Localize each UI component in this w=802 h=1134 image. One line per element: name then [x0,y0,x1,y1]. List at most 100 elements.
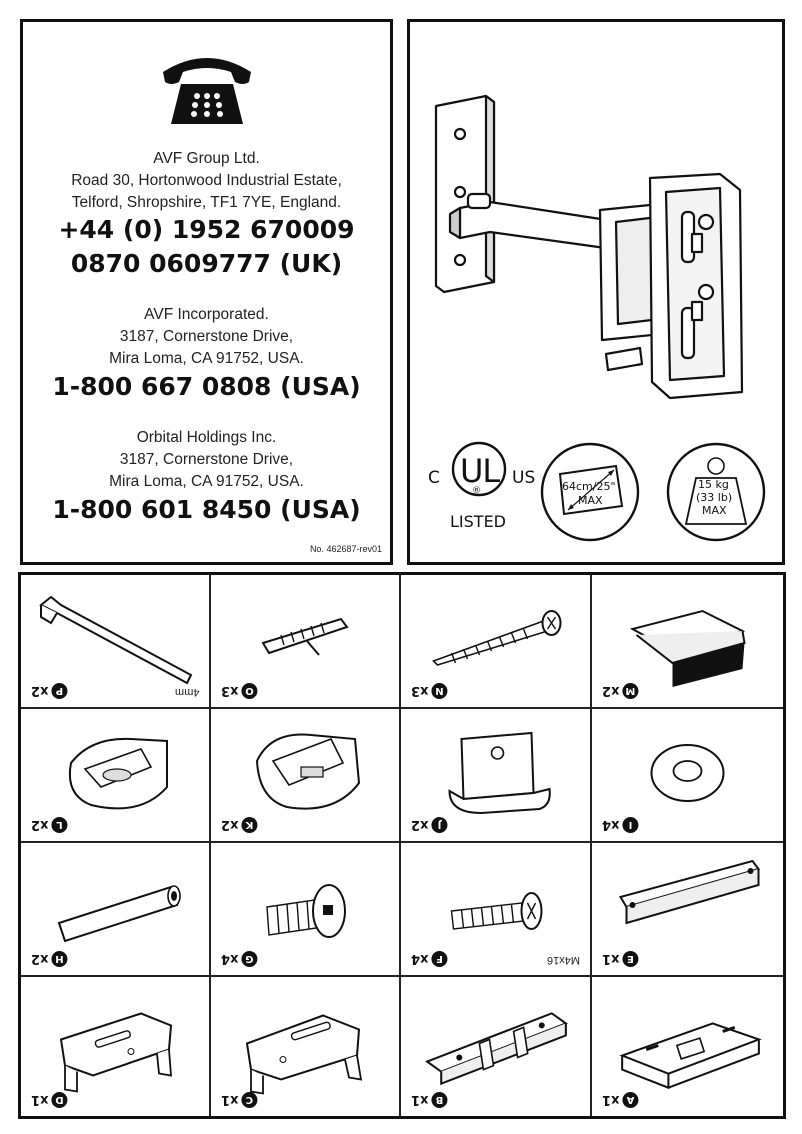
weight-kg: 15 kg [698,478,729,491]
rail-icon [618,859,761,925]
part-id-badge: I [622,817,639,833]
part-id-badge: E [622,951,639,967]
ul-registered: ® [472,486,481,496]
hinge-plate-icon [425,1012,568,1086]
part-quantity: x2 [411,817,429,833]
weight-lb: (33 lb) [696,491,733,504]
part-quantity: x3 [221,683,239,699]
part-id-badge: A [622,1092,639,1108]
part-id-badge: H [51,951,68,967]
part-id-badge: F [431,951,448,967]
round-cover-icon [69,737,168,810]
contact-3-address-2: Mira Loma, CA 91752, USA. [109,473,304,490]
contact-1-address-2: Telford, Shropshire, TF1 7YE, England. [71,194,342,211]
contact-2-company: AVF Incorporated. [144,306,269,323]
square-cover-icon [255,733,361,810]
socket-bolt-icon [266,884,346,938]
machine-screw-icon [450,892,543,930]
wall-plug-icon [261,617,349,656]
ul-letters: UL [460,452,500,490]
part-quantity: x1 [31,1092,49,1108]
part-id-badge: P [51,683,68,699]
contact-1-phone-1: +44 (0) 1952 670009 [58,215,355,244]
part-id-badge: B [431,1092,448,1108]
screen-size-icon [540,442,640,542]
screen-size-max: MAX [578,494,603,507]
part-spec: 4mm [174,686,199,698]
contact-2-phone: 1-800 667 0808 (USA) [52,372,361,401]
part-quantity: x1 [411,1092,429,1108]
hex-key-icon [39,595,193,685]
tilt-plate-icon [619,1022,762,1090]
ul-us-label: US [512,468,536,488]
part-id-badge: G [241,951,258,967]
contact-3-address-1: 3187, Cornerstone Drive, [119,451,294,468]
contact-3-company: Orbital Holdings Inc. [136,429,277,446]
tab-cover-icon [448,731,551,815]
part-id-badge: M [622,683,639,699]
weight-max: MAX [702,504,727,517]
part-id-badge: C [241,1092,258,1108]
ul-listed-label: LISTED [450,512,506,531]
wood-screw-icon [432,610,562,666]
part-quantity: x2 [602,683,620,699]
part-quantity: x1 [221,1092,239,1108]
part-quantity: x4 [411,951,429,967]
part-spec: M4x16 [546,954,580,966]
bracket-right-icon [59,1012,173,1093]
part-id-badge: N [431,683,448,699]
weight-limit-icon [666,442,766,542]
part-quantity: x2 [31,683,49,699]
document-reference: No. 462687-rev01 [309,544,382,554]
part-id-badge: L [51,817,68,833]
part-quantity: x2 [221,817,239,833]
part-quantity: x3 [411,683,429,699]
contact-1-company: AVF Group Ltd. [153,150,260,167]
screen-size-value: 64cm/25" [562,480,616,493]
part-quantity: x2 [31,951,49,967]
part-id-badge: J [431,817,448,833]
contact-2-address-2: Mira Loma, CA 91752, USA. [109,350,304,367]
part-quantity: x2 [31,817,49,833]
part-quantity: x1 [602,951,620,967]
spacer-icon [57,885,181,943]
part-id-badge: O [241,683,258,699]
cable-clip-icon [629,609,746,687]
contact-panel: AVF Group Ltd. Road 30, Hortonwood Indus… [20,19,393,565]
contact-3-phone: 1-800 601 8450 (USA) [52,495,361,524]
bracket-left-icon [245,1014,363,1095]
product-panel: C UL ® US LISTED 64cm/25" MAX 15 kg (33 … [407,19,785,565]
part-quantity: x4 [221,951,239,967]
part-quantity: x4 [602,817,620,833]
part-id-badge: K [241,817,258,833]
ul-c-label: C [428,468,440,488]
